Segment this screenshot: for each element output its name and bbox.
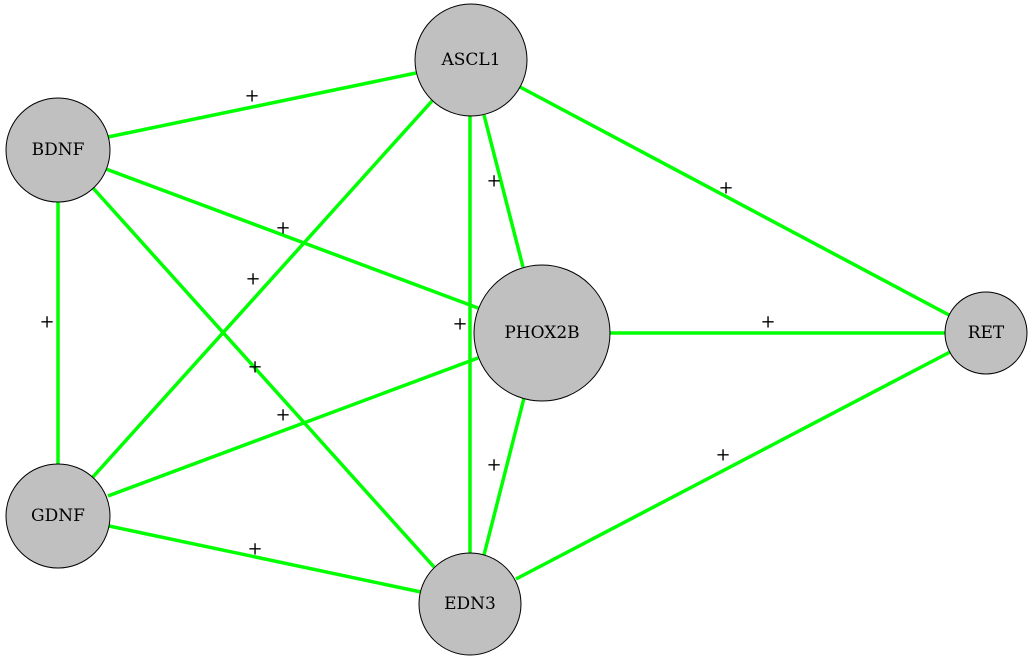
edge-label-gdnf-edn3: +	[247, 539, 262, 560]
edge-bdnf-phox2b	[105, 167, 479, 310]
edge-line-bdnf-phox2b	[105, 167, 479, 310]
edge-label-edn3-ret: +	[715, 445, 730, 466]
edge-edn3-ret	[515, 350, 951, 581]
edges-layer	[56, 71, 951, 594]
edge-label-ascl1-ret: +	[718, 178, 733, 199]
edge-line-gdnf-phox2b	[107, 356, 479, 498]
node-bdnf[interactable]: BDNF	[5, 97, 111, 203]
edge-label-ascl1-gdnf: +	[245, 269, 260, 290]
node-label-phox2b: PHOX2B	[504, 323, 579, 343]
edge-ascl1-phox2b	[482, 114, 525, 268]
edge-label-phox2b-ret: +	[760, 312, 775, 333]
edge-phox2b-edn3	[482, 397, 526, 556]
edge-gdnf-phox2b	[107, 356, 479, 498]
edge-label-bdnf-gdnf: +	[39, 312, 54, 333]
node-edn3[interactable]: EDN3	[418, 552, 522, 656]
edge-label-phox2b-edn3: +	[486, 455, 501, 476]
edge-bdnf-edn3	[91, 186, 436, 569]
edge-label-bdnf-edn3: +	[247, 357, 262, 378]
edge-line-bdnf-ascl1	[107, 71, 417, 139]
edge-bdnf-ascl1	[107, 71, 417, 139]
edge-line-ascl1-gdnf	[90, 99, 434, 480]
node-label-ret: RET	[968, 323, 1005, 343]
node-label-gdnf: GDNF	[31, 506, 85, 526]
node-ascl1[interactable]: ASCL1	[414, 3, 528, 117]
edge-line-gdnf-edn3	[108, 524, 422, 594]
edge-label-gdnf-phox2b: +	[275, 405, 290, 426]
edge-line-bdnf-edn3	[91, 186, 436, 569]
edge-label-ascl1-edn3: +	[452, 314, 467, 335]
edge-line-ascl1-ret	[519, 85, 950, 317]
node-gdnf[interactable]: GDNF	[5, 463, 111, 569]
edge-gdnf-edn3	[108, 524, 422, 594]
edge-ascl1-gdnf	[90, 99, 434, 480]
node-phox2b[interactable]: PHOX2B	[473, 264, 611, 402]
nodes-layer: ASCL1 BDNF PHOX2B RET GDNF EDN3	[5, 3, 1028, 656]
edge-line-phox2b-edn3	[482, 397, 526, 556]
edge-line-ascl1-phox2b	[482, 114, 525, 268]
node-ret[interactable]: RET	[944, 291, 1028, 375]
node-label-ascl1: ASCL1	[440, 50, 500, 70]
edge-labels-layer: + + + + + + + + + + + + +	[39, 86, 775, 560]
edge-label-ascl1-phox2b: +	[486, 171, 501, 192]
node-label-bdnf: BDNF	[32, 140, 85, 160]
edge-line-edn3-ret	[515, 350, 951, 581]
edge-label-bdnf-phox2b: +	[275, 218, 290, 239]
edge-ascl1-ret	[519, 85, 950, 317]
edge-label-bdnf-ascl1: +	[244, 86, 259, 107]
node-label-edn3: EDN3	[444, 594, 496, 614]
